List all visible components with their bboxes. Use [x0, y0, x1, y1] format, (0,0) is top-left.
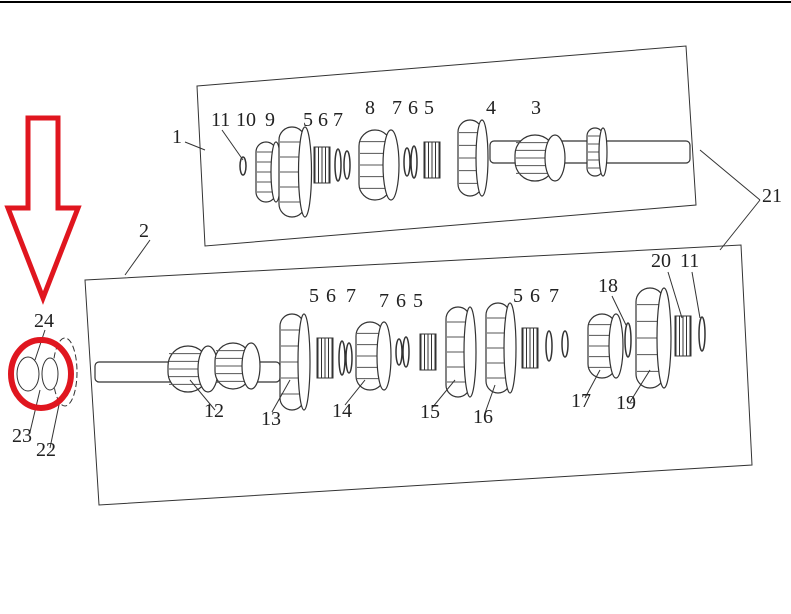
parts — [16, 119, 706, 411]
shaft-12-spline2-face — [241, 342, 261, 390]
label-top: 9 — [265, 109, 275, 131]
label-22: 22 — [36, 439, 56, 461]
bottom-shaft-box — [84, 244, 753, 506]
leader-line — [221, 129, 244, 161]
ring-6d — [402, 336, 410, 368]
ring-6c — [338, 340, 346, 376]
leader-line — [34, 329, 46, 361]
ring-6 — [334, 148, 342, 182]
ring-6e — [545, 330, 553, 362]
label-top: 5 — [303, 109, 313, 131]
label-top: 8 — [365, 97, 375, 119]
leader-line — [584, 369, 601, 399]
leader-line — [184, 141, 206, 151]
label-top: 6 — [408, 97, 418, 119]
label-group-1: 1 — [172, 126, 182, 148]
gear-9-face — [297, 126, 313, 218]
gear-17-face — [608, 313, 624, 379]
label-top: 7 — [392, 97, 402, 119]
washer-23 — [41, 357, 59, 391]
label-bottom: 7 — [346, 285, 356, 307]
label-23: 23 — [12, 425, 32, 447]
label-top: 7 — [333, 109, 343, 131]
gear-19-face — [656, 287, 672, 389]
label-group-2: 2 — [139, 220, 149, 242]
label-top: 3 — [531, 97, 541, 119]
leader-line — [667, 271, 683, 319]
label-bottom: 6 — [396, 290, 406, 312]
gear-15-face — [463, 306, 477, 398]
label-bottom: 5 — [309, 285, 319, 307]
gear-8-face — [382, 129, 400, 201]
top-shaft-box — [196, 45, 697, 247]
label-top: 5 — [424, 97, 434, 119]
label-24: 24 — [34, 310, 54, 332]
label-bottom: 5 — [413, 290, 423, 312]
ring-7b — [403, 147, 411, 177]
leader-line — [29, 389, 41, 433]
shaft-3-spline-face — [544, 134, 566, 182]
label-bottom: 16 — [473, 406, 493, 428]
ring-7 — [343, 150, 351, 180]
leader-line — [189, 379, 216, 411]
label-top: 10 — [236, 109, 256, 131]
leader-line — [124, 239, 151, 276]
label-bottom: 18 — [598, 275, 618, 297]
label-bottom: 7 — [549, 285, 559, 307]
gear-4-face — [475, 119, 489, 197]
leader-line — [611, 295, 627, 326]
label-bottom: 11 — [680, 250, 699, 272]
leader-line — [431, 379, 456, 409]
gear-13-face — [297, 313, 311, 411]
leader-line — [629, 369, 651, 403]
label-bottom: 17 — [571, 390, 591, 412]
red-highlight-circle — [8, 337, 74, 411]
washer-11b — [698, 316, 706, 352]
label-top: 6 — [318, 109, 328, 131]
label-bottom: 6 — [530, 285, 540, 307]
leader-line — [344, 379, 366, 406]
gear-16-face — [503, 302, 517, 394]
label-top: 11 — [211, 109, 230, 131]
ring-7c — [345, 342, 353, 374]
leader-line — [691, 271, 701, 319]
shaft-3-gear-face — [598, 127, 608, 177]
label-bottom: 13 — [261, 408, 281, 430]
ring-7d — [395, 338, 403, 366]
leader-line — [49, 399, 61, 449]
ring-7e — [561, 330, 569, 358]
nut-24 — [16, 356, 40, 392]
label-bottom: 19 — [616, 392, 636, 414]
label-bottom: 12 — [204, 400, 224, 422]
ring-18 — [624, 322, 632, 358]
label-bottom: 7 — [379, 290, 389, 312]
leader-line — [699, 149, 761, 201]
leader-lines — [29, 129, 761, 449]
label-top: 4 — [486, 97, 496, 119]
leader-line — [484, 384, 496, 414]
label-group-21: 21 — [762, 185, 782, 207]
leader-line — [719, 199, 761, 251]
washer-11 — [239, 156, 247, 176]
red-arrow-icon — [4, 115, 82, 305]
label-bottom: 6 — [326, 285, 336, 307]
label-bottom: 5 — [513, 285, 523, 307]
label-bottom: 15 — [420, 401, 440, 423]
label-bottom: 14 — [332, 400, 352, 422]
gear-14-face — [376, 321, 392, 391]
ring-6b — [410, 145, 418, 179]
leader-line — [271, 379, 291, 413]
label-bottom: 20 — [651, 250, 671, 272]
